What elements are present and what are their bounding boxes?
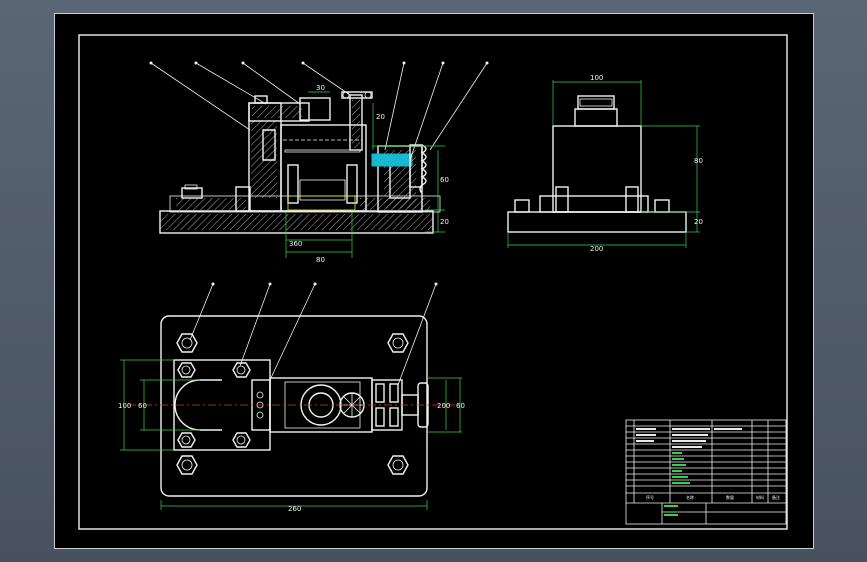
dim-side-20: 20: [694, 218, 703, 226]
dim-top-200-right: 200: [437, 402, 450, 410]
title-block-header-material: 材料: [756, 494, 764, 500]
drawing-border: [78, 34, 788, 530]
title-block: 序号 名称 数量 材料 备注: [625, 419, 787, 525]
cad-drawing: 30 20 60 20 360 80 100 80 20 200: [78, 34, 788, 530]
dim-front-60: 60: [440, 176, 449, 184]
dim-front-20-base: 20: [440, 218, 449, 226]
dim-front-80: 80: [316, 256, 325, 264]
dim-top-60-right: 60: [456, 402, 465, 410]
dim-front-360: 360: [289, 240, 302, 248]
dim-side-80: 80: [694, 157, 703, 165]
side-view: 100 80 20 200: [507, 74, 703, 253]
title-block-header-remark: 备注: [772, 494, 780, 500]
dim-front-30: 30: [316, 84, 325, 92]
dim-top-60-left: 60: [138, 402, 147, 410]
title-block-header-name: 名称: [686, 494, 694, 500]
title-block-header-qty: 数量: [726, 494, 734, 500]
title-block-header-index: 序号: [646, 494, 654, 500]
top-view: 100 60 200 60 260: [118, 282, 465, 513]
dim-top-260: 260: [288, 505, 301, 513]
dim-side-100: 100: [590, 74, 603, 82]
dim-front-20-top: 20: [376, 113, 385, 121]
drawing-sheet: 30 20 60 20 360 80 100 80 20 200: [55, 14, 813, 548]
front-view: 30 20 60 20 360 80: [149, 61, 489, 264]
dim-top-100: 100: [118, 402, 131, 410]
dim-side-200: 200: [590, 245, 603, 253]
